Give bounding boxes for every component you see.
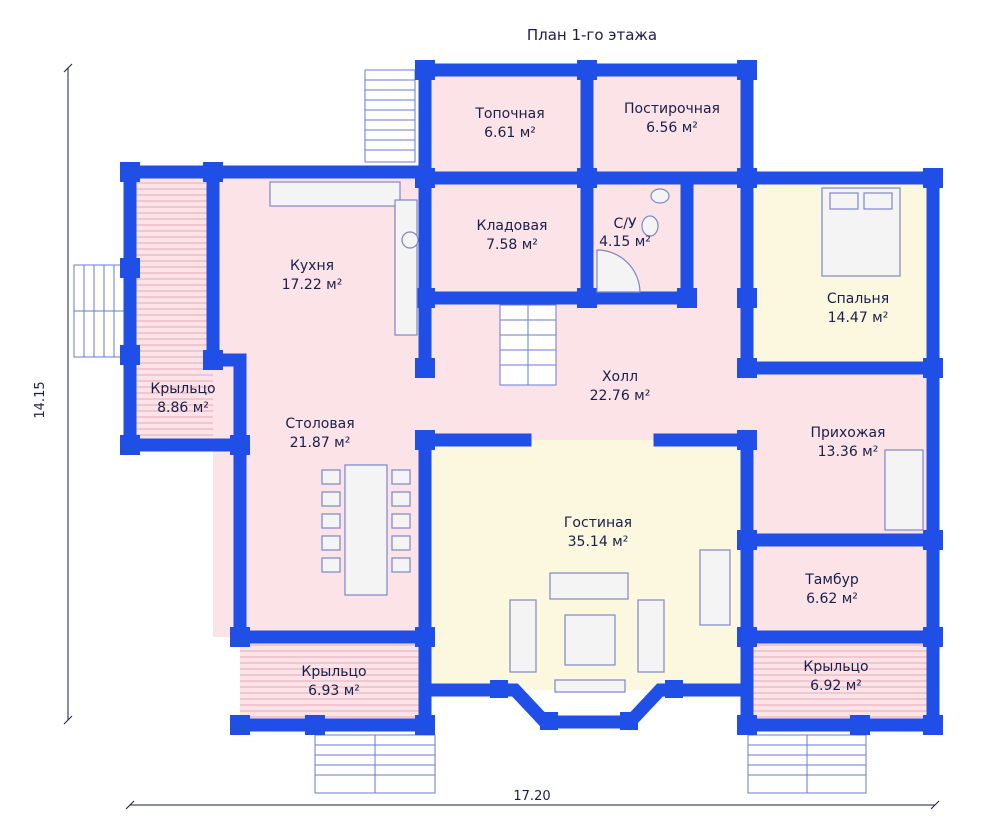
room-name-stolovaya: Столовая	[285, 416, 354, 432]
walls	[123, 63, 940, 732]
room-area-holl: 22.76 м²	[590, 388, 651, 404]
fill-krylco-south-left	[240, 637, 425, 725]
furniture	[269, 181, 924, 693]
room-name-kuhnya: Кухня	[290, 258, 334, 274]
room-area-spalnya: 14.47 м²	[828, 310, 889, 326]
hall-sofa	[884, 449, 924, 531]
dimension-height: 14.15	[33, 63, 73, 725]
stairs-north	[364, 69, 416, 163]
kitchen-counter	[269, 181, 419, 336]
room-labels: Топочная 6.61 м² Постирочная 6.56 м² Кла…	[150, 101, 889, 699]
wall-posts	[120, 60, 943, 735]
room-area-gostinaya: 35.14 м²	[568, 534, 629, 550]
room-area-krylco-south-left: 6.93 м²	[308, 683, 360, 699]
room-name-holl: Холл	[602, 369, 638, 385]
room-area-kladovaya: 7.58 м²	[486, 237, 538, 253]
room-name-su: С/У	[613, 216, 636, 232]
stairs-south-left	[314, 734, 436, 794]
room-area-topochnaya: 6.61 м²	[484, 125, 536, 141]
room-area-kuhnya: 17.22 м²	[282, 277, 343, 293]
dimension-height-label: 14.15	[33, 381, 48, 418]
room-name-tambur: Тамбур	[804, 572, 859, 588]
tv-cabinet	[699, 549, 731, 626]
room-area-prihozhaya: 13.36 м²	[818, 444, 879, 460]
dining-table	[321, 464, 411, 596]
fill-topochnaya	[425, 70, 587, 178]
room-name-krylco-west: Крыльцо	[150, 381, 215, 397]
room-area-krylco-west: 8.86 м²	[157, 400, 209, 416]
plan-title: План 1-го этажа	[527, 26, 657, 44]
fill-krylco-south-right	[747, 637, 933, 725]
room-area-stolovaya: 21.87 м²	[290, 435, 351, 451]
dimension-width-label: 17.20	[513, 789, 550, 804]
room-name-gostinaya: Гостиная	[564, 515, 632, 531]
bed	[821, 187, 901, 277]
su-fixtures	[596, 188, 670, 293]
interior-stair	[499, 304, 557, 386]
room-area-postirochnaya: 6.56 м²	[646, 120, 698, 136]
room-name-krylco-south-left: Крыльцо	[301, 664, 366, 680]
fill-krylco-west	[130, 172, 213, 445]
room-name-spalnya: Спальня	[827, 291, 889, 307]
fill-tambur	[747, 540, 933, 637]
room-area-su: 4.15 м²	[599, 234, 651, 250]
room-name-topochnaya: Топочная	[474, 106, 544, 122]
room-area-tambur: 6.62 м²	[806, 591, 858, 607]
room-name-prihozhaya: Прихожая	[811, 425, 886, 441]
fill-postirochnaya	[587, 70, 747, 178]
outdoor-stairs	[73, 69, 867, 794]
dimension-width: 17.20	[125, 789, 940, 810]
room-name-kladovaya: Кладовая	[477, 218, 548, 234]
room-name-krylco-south-right: Крыльцо	[803, 659, 868, 675]
stairs-south-right	[747, 734, 867, 794]
fill-kuhnya-stolovaya	[213, 172, 425, 637]
living-sofa-set	[509, 572, 665, 693]
room-name-postirochnaya: Постирочная	[624, 101, 720, 117]
stairs-west	[73, 264, 131, 358]
room-area-krylco-south-right: 6.92 м²	[810, 678, 862, 694]
